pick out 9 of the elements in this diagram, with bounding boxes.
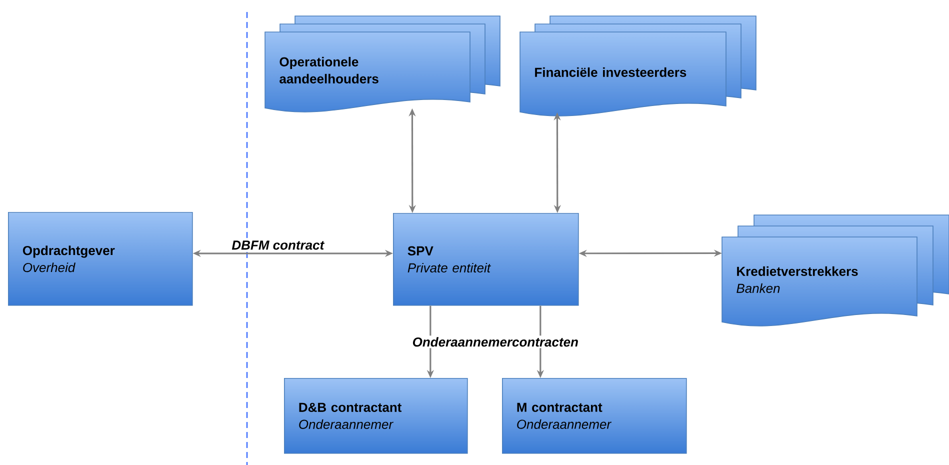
- edge-label: Onderaannemercontracten: [410, 336, 580, 348]
- process-box: Opdrachtgever Overheid: [8, 212, 193, 306]
- document-stack: Kredietverstrekkers Banken: [722, 214, 949, 326]
- document-stack: Operationele aandeelhouders: [264, 16, 500, 112]
- process-box: SPV Private entiteit: [393, 213, 579, 306]
- document-stack: Financiële investeerders: [520, 16, 756, 116]
- edge-label: DBFM contract: [230, 239, 326, 252]
- process-box: D&B contractant Onderaannemer: [284, 378, 468, 454]
- process-box: M contractant Onderaannemer: [502, 378, 687, 454]
